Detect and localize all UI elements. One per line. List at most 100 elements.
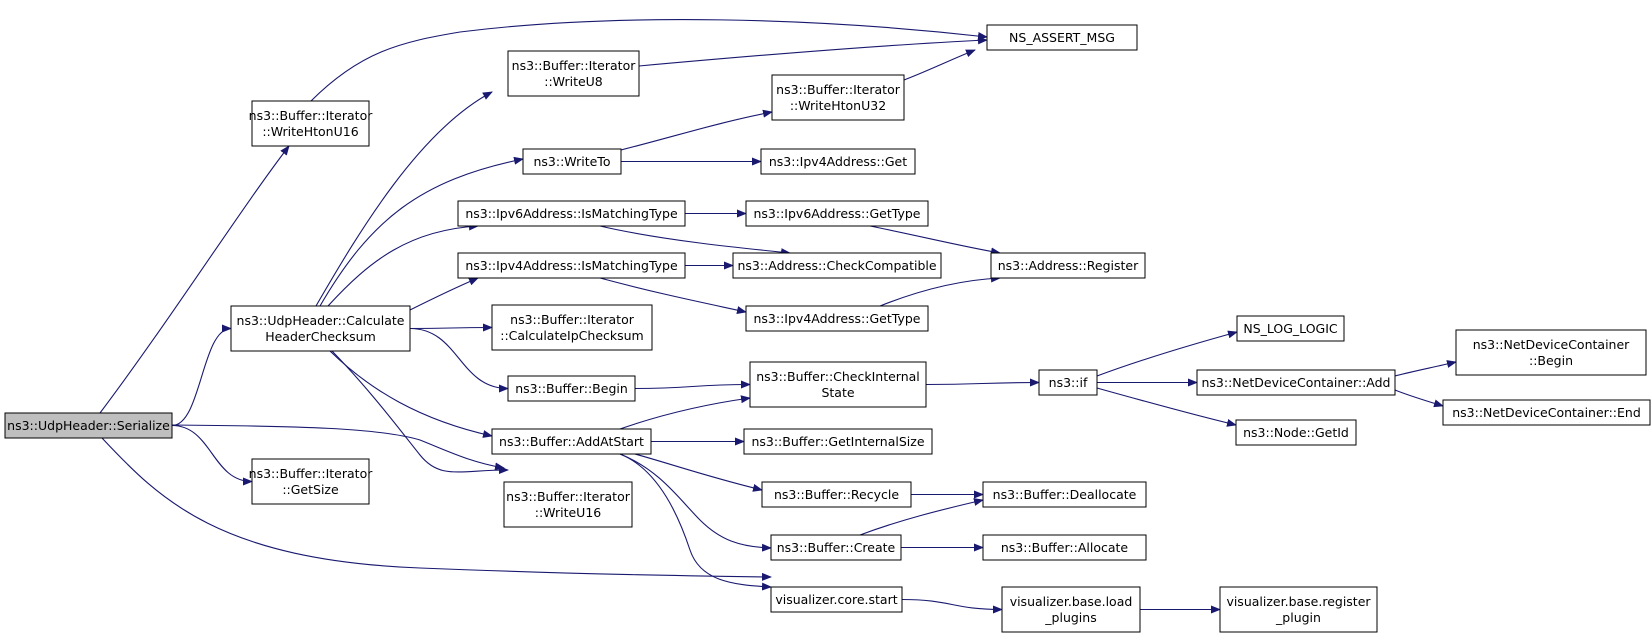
node-label: ns3::Buffer::Iterator	[512, 58, 637, 73]
edge-serialize-to-getsize	[171, 424, 253, 486]
node-create[interactable]: ns3::Buffer::Create	[770, 534, 902, 561]
node-addrregister[interactable]: ns3::Address::Register	[990, 252, 1146, 279]
node-box	[503, 481, 633, 528]
node-getsize[interactable]: ns3::Buffer::Iterator::GetSize	[249, 458, 374, 505]
edge	[859, 498, 984, 536]
node-label: ns3::Ipv4Address::IsMatchingType	[465, 258, 678, 273]
node-box	[749, 361, 927, 408]
edge-writeto-to-writehtonu32	[620, 109, 773, 151]
node-label: NS_LOG_LOGIC	[1243, 321, 1338, 336]
edge	[331, 350, 509, 475]
edge-nsif-to-nodegetid	[1096, 387, 1237, 427]
node-box	[4, 412, 173, 439]
node-vizstart[interactable]: visualizer.core.start	[770, 586, 903, 613]
node-ipv4get[interactable]: ns3::Ipv4Address::Get	[760, 148, 916, 175]
node-registerplugin[interactable]: visualizer.base.register_plugin	[1219, 586, 1378, 633]
node-label: visualizer.base.load	[1010, 594, 1133, 609]
node-label: ns3::Ipv4Address::Get	[769, 154, 907, 169]
node-label: ::Begin	[1529, 353, 1573, 368]
edge	[903, 49, 976, 81]
node-serialize[interactable]: ns3::UdpHeader::Serialize	[4, 412, 173, 439]
edge	[599, 225, 791, 257]
edge-ipv6match-to-checkcompat	[599, 225, 791, 257]
node-box	[743, 428, 933, 455]
edge	[409, 327, 509, 393]
node-box	[507, 50, 640, 97]
node-ipv6gettype[interactable]: ns3::Ipv6Address::GetType	[745, 200, 929, 227]
node-box	[771, 74, 905, 121]
node-label: ns3::UdpHeader::Calculate	[237, 313, 405, 328]
node-writehtonu32[interactable]: ns3::Buffer::Iterator::WriteHtonU32	[771, 74, 905, 121]
node-label: ::WriteHtonU32	[790, 98, 886, 113]
edge-calcheader-to-writeto	[319, 156, 524, 307]
node-ipv4gettype[interactable]: ns3::Ipv4Address::GetType	[745, 305, 929, 332]
edge-addatstart-to-create	[619, 453, 772, 552]
node-label: ns3::Buffer::Iterator	[249, 108, 374, 123]
edge-calcheader-to-writeu8	[315, 91, 493, 307]
node-label: ns3::Buffer::GetInternalSize	[751, 434, 924, 449]
edge	[599, 277, 747, 314]
edge-calcheader-to-ipv6match	[327, 222, 479, 307]
edge	[901, 598, 1003, 614]
node-deallocate[interactable]: ns3::Buffer::Deallocate	[982, 481, 1147, 508]
node-label: ns3::Buffer::Iterator	[249, 466, 374, 481]
edge-writeu8-to-assert	[638, 36, 988, 67]
edge-serialize-to-writeu16	[171, 424, 505, 471]
node-addatstart[interactable]: ns3::Buffer::AddAtStart	[491, 428, 652, 455]
node-label: ::GetSize	[282, 482, 339, 497]
node-checkcompat[interactable]: ns3::Address::CheckCompatible	[732, 252, 942, 279]
edge	[409, 277, 479, 311]
node-ndcend[interactable]: ns3::NetDeviceContainer::End	[1442, 399, 1651, 426]
node-label: ns3::Ipv6Address::IsMatchingType	[465, 206, 678, 221]
node-writeto[interactable]: ns3::WriteTo	[522, 148, 622, 175]
edge-ndcadd-to-ndcend	[1394, 389, 1444, 408]
node-label: ::CalculateIpChecksum	[500, 328, 644, 343]
edge	[879, 274, 1001, 307]
node-begin[interactable]: ns3::Buffer::Begin	[507, 375, 636, 402]
edge-ndcadd-to-ndcbegin	[1394, 360, 1457, 377]
edge-writehtonu32-to-assert	[903, 49, 976, 81]
edge-addatstart-to-vizstart	[619, 453, 772, 591]
node-box	[230, 305, 411, 352]
node-calcip[interactable]: ns3::Buffer::Iterator::CalculateIpChecks…	[491, 304, 653, 351]
node-box	[770, 534, 902, 561]
node-label: ns3::WriteTo	[534, 154, 611, 169]
node-box	[491, 428, 652, 455]
node-box	[251, 458, 370, 505]
node-ndcadd[interactable]: ns3::NetDeviceContainer::Add	[1196, 369, 1396, 396]
node-writeu8[interactable]: ns3::Buffer::Iterator::WriteU8	[507, 50, 640, 97]
edge	[310, 19, 988, 102]
node-recycle[interactable]: ns3::Buffer::Recycle	[761, 481, 912, 508]
node-nsif[interactable]: ns3::if	[1038, 369, 1098, 396]
node-nodegetid[interactable]: ns3::Node::GetId	[1235, 419, 1357, 446]
edge	[329, 350, 493, 438]
edge	[327, 222, 479, 307]
edge-serialize-to-calcheader	[171, 324, 232, 427]
node-box	[457, 252, 686, 279]
edge	[1096, 387, 1237, 427]
node-getinternalsize[interactable]: ns3::Buffer::GetInternalSize	[743, 428, 933, 455]
node-writeu16[interactable]: ns3::Buffer::Iterator::WriteU16	[503, 481, 633, 528]
node-label: ns3::Buffer::AddAtStart	[499, 434, 644, 449]
node-ipv6match[interactable]: ns3::Ipv6Address::IsMatchingType	[457, 200, 686, 227]
node-label: ns3::NetDeviceContainer::Add	[1202, 375, 1391, 390]
node-writehtonu16[interactable]: ns3::Buffer::Iterator::WriteHtonU16	[249, 100, 374, 147]
node-loadplugins[interactable]: visualizer.base.load_plugins	[1001, 586, 1141, 633]
edge	[869, 225, 1001, 256]
node-nslogic[interactable]: NS_LOG_LOGIC	[1236, 315, 1345, 342]
edge	[638, 36, 988, 67]
node-ipv4match[interactable]: ns3::Ipv4Address::IsMatchingType	[457, 252, 686, 279]
node-allocate[interactable]: ns3::Buffer::Allocate	[982, 534, 1147, 561]
edge	[619, 449, 763, 492]
node-label: _plugin	[1275, 610, 1321, 625]
node-ndcbegin[interactable]: ns3::NetDeviceContainer::Begin	[1455, 329, 1647, 376]
node-assert[interactable]: NS_ASSERT_MSG	[986, 24, 1138, 51]
node-box	[982, 481, 1147, 508]
node-label: ns3::if	[1049, 375, 1088, 390]
node-label: State	[821, 385, 854, 400]
node-box	[1236, 315, 1345, 342]
node-box	[990, 252, 1146, 279]
node-label: _plugins	[1044, 610, 1096, 625]
